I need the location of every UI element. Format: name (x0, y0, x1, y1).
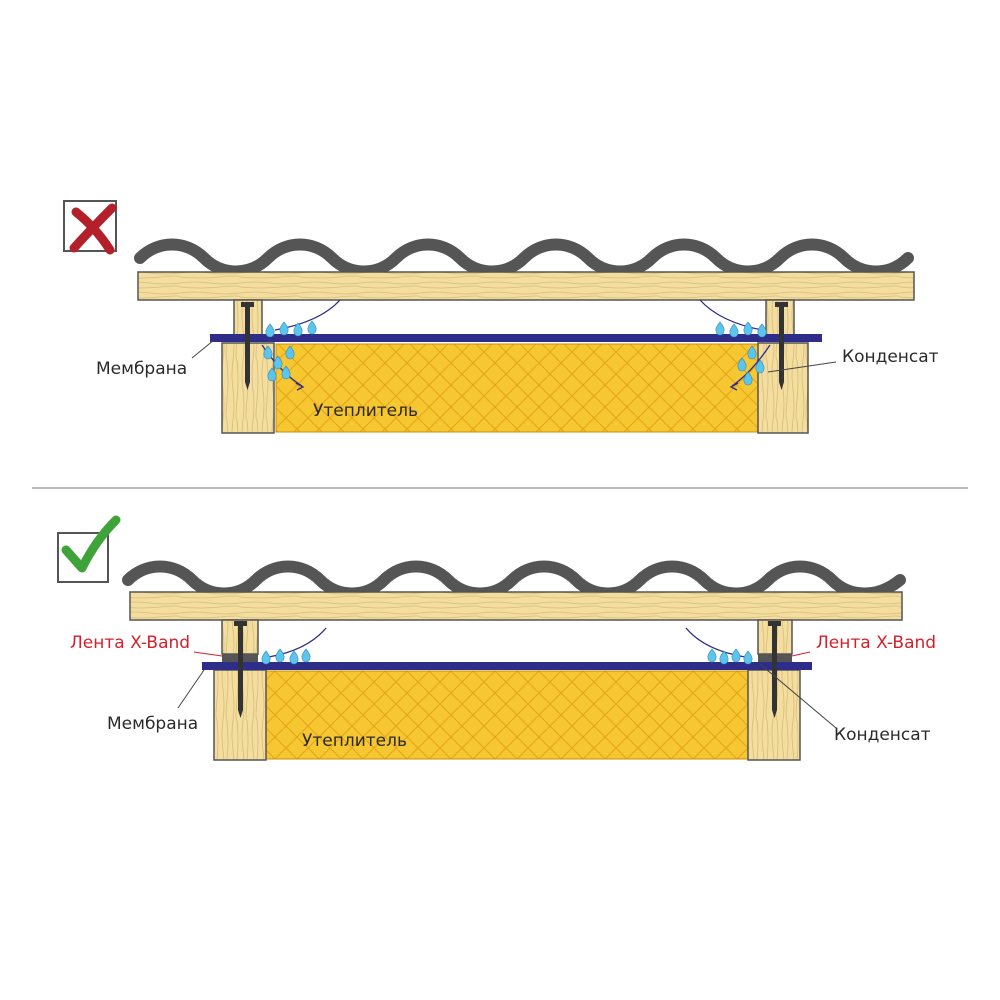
membrane (202, 662, 812, 670)
roof-sheet (122, 560, 906, 600)
insulation (265, 670, 749, 760)
roof-sheet (134, 238, 914, 278)
nail-left (234, 621, 247, 718)
label-xband-right: Лента X-Band (816, 633, 936, 653)
panel-incorrect: Мембрана Конденсат Утеплитель (63, 200, 939, 434)
panel-correct: Лента X-Band Лента X-Band Мембрана Конде… (57, 515, 936, 761)
label-membrane-2: Мембрана (107, 714, 198, 734)
label-xband-left: Лента X-Band (70, 633, 190, 653)
label-membrane-1: Мембрана (96, 359, 187, 379)
membrane (210, 334, 822, 342)
airflow-arrow-right (699, 299, 763, 331)
label-insulation-1: Утеплитель (313, 401, 418, 421)
cross-mark-icon (69, 203, 117, 255)
batten-board (129, 591, 903, 621)
nail-left (241, 302, 254, 390)
condensate-drops-right (707, 648, 753, 665)
insulation (275, 343, 759, 433)
batten-board (137, 271, 915, 301)
status-cross-box (63, 200, 117, 255)
label-condensate-1: Конденсат (842, 347, 939, 367)
airflow-arrow-right (685, 627, 753, 659)
nail-right (775, 302, 788, 390)
condensate-drops-left (261, 648, 311, 665)
status-check-box (57, 515, 121, 583)
label-condensate-2: Конденсат (834, 725, 931, 745)
check-mark-icon (61, 515, 121, 573)
label-insulation-2: Утеплитель (302, 731, 407, 751)
nail-right (768, 621, 781, 718)
